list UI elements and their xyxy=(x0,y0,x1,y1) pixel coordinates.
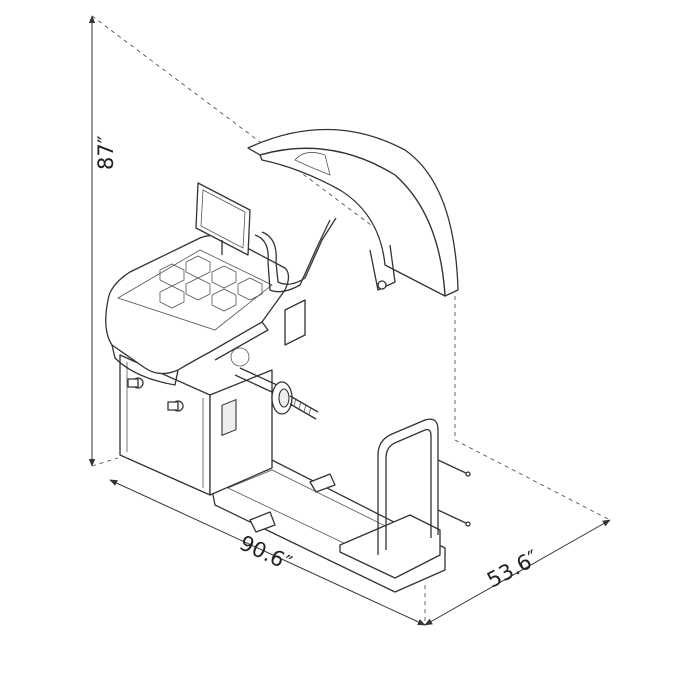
depth-dimension: 53.6″ xyxy=(424,288,611,626)
depth-label: 53.6″ xyxy=(483,546,543,593)
wheel-balancer-machine xyxy=(105,128,471,593)
depth-extension-line xyxy=(454,439,611,521)
monitor xyxy=(195,182,251,256)
length-dimension-line xyxy=(109,479,426,626)
length-extension-left xyxy=(91,457,119,467)
wheel-hood xyxy=(247,128,459,297)
balancing-shaft xyxy=(230,347,319,420)
height-label: 87″ xyxy=(94,135,118,170)
console-hex-pattern xyxy=(159,255,263,312)
hood-arm xyxy=(254,217,337,346)
depth-dimension-line xyxy=(424,519,611,626)
cabinet xyxy=(119,354,273,496)
wheel-guard-stand xyxy=(377,418,471,555)
top-console xyxy=(105,234,290,386)
